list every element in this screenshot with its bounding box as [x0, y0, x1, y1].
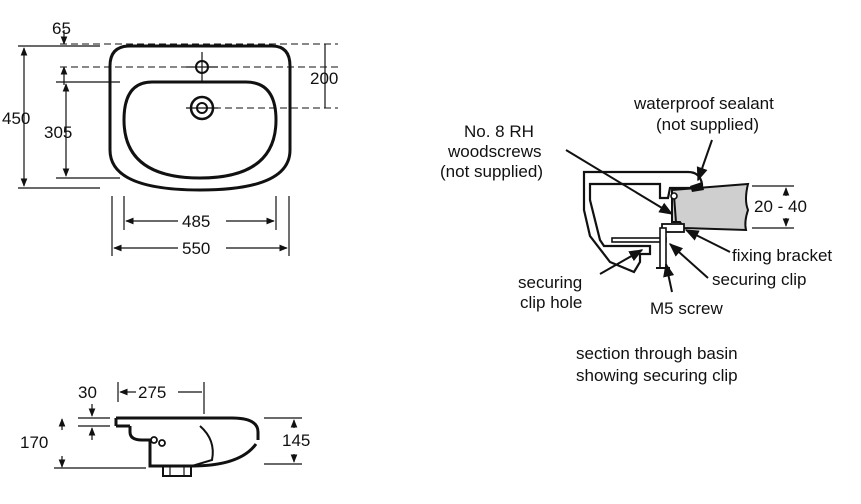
label-sealant-line2: (not supplied)	[656, 115, 759, 134]
plan-view: 65 200 450 305 485 550	[2, 19, 338, 258]
label-sealant-line1: waterproof sealant	[633, 94, 774, 113]
label-m5-screw: M5 screw	[650, 299, 723, 318]
basin-outer-outline	[108, 44, 292, 192]
dim-145-label: 145	[282, 431, 310, 450]
side-bowl	[128, 426, 258, 468]
dim-450-label: 450	[2, 109, 30, 128]
side-rim	[116, 416, 260, 440]
side-view: 30 275 170 145	[20, 382, 310, 477]
dim-485-label: 485	[182, 212, 210, 231]
dim-305-label: 305	[44, 123, 72, 142]
label-fixing-bracket: fixing bracket	[732, 246, 832, 265]
label-screws-line2: woodscrews	[447, 142, 542, 161]
sealant-bead	[690, 182, 704, 192]
label-securing-clip: securing clip	[712, 270, 807, 289]
worktop	[671, 182, 750, 232]
m5-screw	[659, 227, 667, 269]
dim-65-label: 65	[52, 19, 71, 38]
section-caption-line2: showing securing clip	[576, 366, 738, 385]
label-clip-hole-line2: clip hole	[520, 293, 582, 312]
label-clip-hole-line1: securing	[518, 273, 582, 292]
label-screws-line1: No. 8 RH	[464, 122, 534, 141]
label-screws-line3: (not supplied)	[440, 162, 543, 181]
dim-30-label: 30	[78, 383, 97, 402]
woodscrew	[673, 195, 677, 223]
section-view: waterproof sealant (not supplied) No. 8 …	[440, 94, 832, 385]
dim-275-label: 275	[138, 383, 166, 402]
label-worktop-thickness: 20 - 40	[754, 197, 807, 216]
securing-clip	[611, 237, 667, 243]
dim-550-label: 550	[182, 239, 210, 258]
basin-section	[582, 170, 704, 274]
dim-170-label: 170	[20, 433, 48, 452]
section-caption-line1: section through basin	[576, 344, 738, 363]
side-waste-outlet	[162, 465, 192, 477]
dim-200-label: 200	[310, 69, 338, 88]
basin-bowl-outline	[122, 80, 278, 180]
